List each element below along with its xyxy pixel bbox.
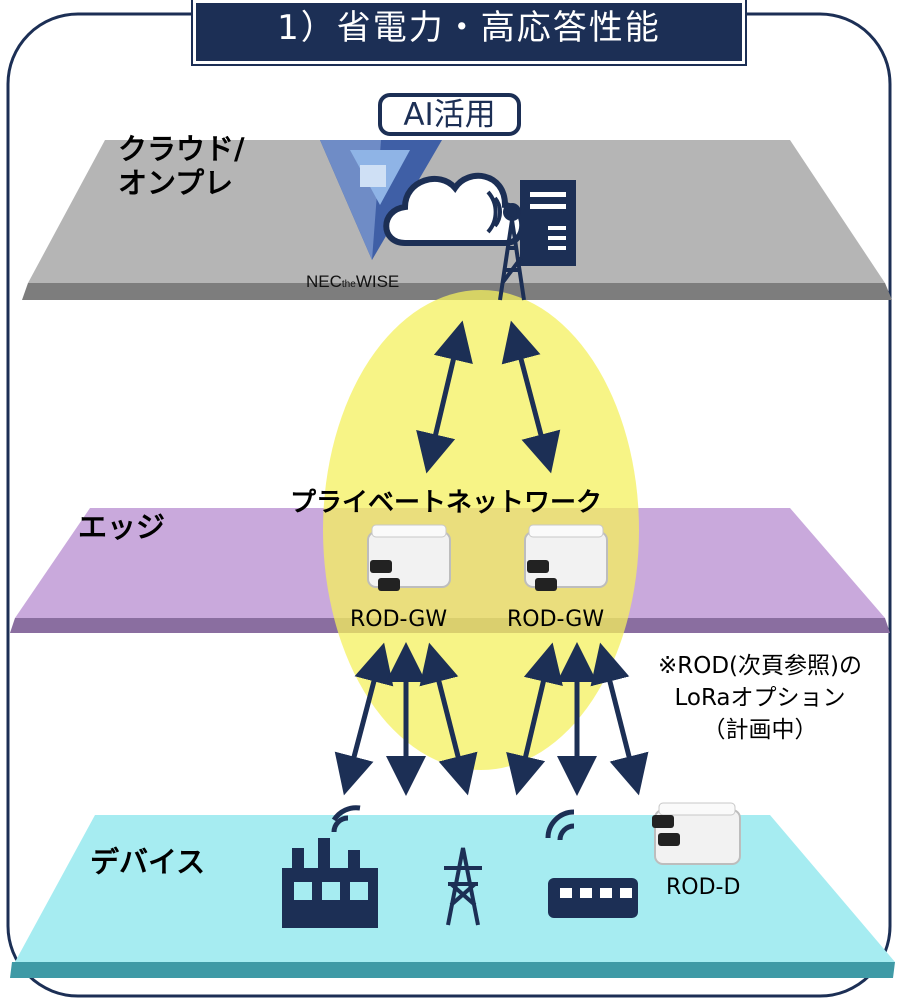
- edge-device-arrows: [334, 642, 649, 796]
- rod-d-device: [652, 802, 741, 865]
- nec-the-wise-logo-icon: [320, 140, 442, 260]
- layer-label-edge: エッジ: [78, 510, 166, 544]
- network-label: プライベートネットワーク: [290, 488, 603, 518]
- rod-gw-device-1: [367, 524, 451, 591]
- arrow: [419, 642, 478, 796]
- note-line: LoRaオプション: [674, 685, 846, 711]
- arrow: [506, 642, 563, 796]
- layer-label-device: デバイス: [90, 845, 206, 879]
- page-title: 1）省電力・高応答性能: [191, 0, 747, 66]
- lora-note: ※ROD(次頁参照)の LoRaオプション （計画中）: [625, 650, 895, 746]
- arrow: [590, 642, 649, 796]
- note-line: ※ROD(次頁参照)の: [657, 653, 862, 679]
- layer-label-cloud: クラウド/ オンプレ: [118, 132, 245, 200]
- note-line: （計画中）: [702, 717, 818, 743]
- antenna-tower-icon: [486, 190, 526, 301]
- brand-wise: WISE: [355, 272, 400, 291]
- gateway-label: ROD-GW: [350, 607, 448, 632]
- ai-badge: AI活用: [378, 93, 521, 136]
- nec-the-wise-brand: NECtheWISE: [306, 272, 399, 292]
- arrow: [501, 320, 561, 474]
- gateway-label: ROD-GW: [507, 607, 605, 632]
- device-label: ROD-D: [666, 875, 741, 900]
- train-icon: [545, 809, 638, 918]
- brand-nec: NEC: [306, 272, 342, 291]
- arrow: [416, 320, 473, 474]
- arrow: [334, 642, 394, 796]
- rod-gw-device-2: [524, 524, 608, 591]
- server-icon: [520, 180, 576, 266]
- cloud-edge-arrows: [416, 320, 561, 474]
- power-tower-icon: [444, 847, 482, 926]
- brand-the: the: [341, 279, 356, 290]
- factory-icon: [282, 805, 378, 928]
